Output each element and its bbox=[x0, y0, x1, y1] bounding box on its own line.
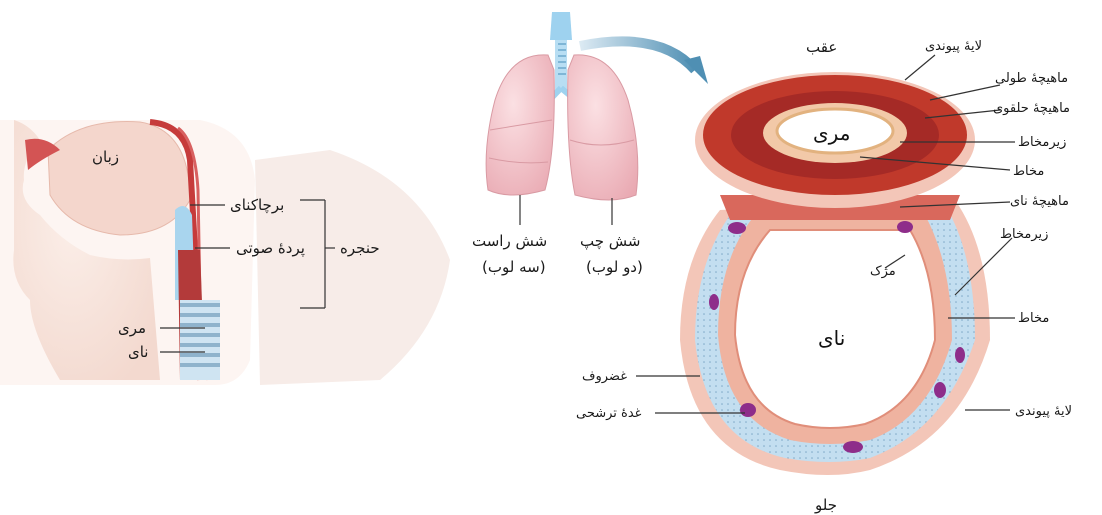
cartilage-label: غضروف bbox=[582, 369, 627, 384]
left-lung-label: شش چپ bbox=[580, 232, 640, 251]
left-lung-lobes: (دو لوب) bbox=[586, 258, 643, 276]
esophagus-lumen-label: مری bbox=[813, 121, 850, 145]
right-lung-lobes: (سه لوب) bbox=[482, 258, 546, 276]
trachea-rings bbox=[180, 300, 220, 380]
connective-top-label: لایهٔ پیوندی bbox=[925, 39, 982, 54]
front-label: جلو bbox=[814, 496, 837, 514]
trachea-muscle-label: ماهیچهٔ نای bbox=[1010, 194, 1069, 209]
left-lung-shape bbox=[568, 55, 638, 200]
mucosa-label: مخاط bbox=[1018, 311, 1049, 326]
back-label: عقب bbox=[806, 38, 837, 56]
circular-muscle-label: ماهیچهٔ حلقوی bbox=[993, 101, 1070, 116]
esophagus-label-left: مری bbox=[118, 319, 146, 337]
connective-bottom-label: لایهٔ پیوندی bbox=[1015, 404, 1072, 419]
vocal-cord-label: پردهٔ صوتی bbox=[236, 239, 305, 258]
larynx-label: حنجره bbox=[340, 239, 380, 257]
mucous-gland-label: غدهٔ ترشحی bbox=[576, 406, 642, 421]
epiglottis-label: برچاکنای bbox=[230, 196, 284, 214]
mucosa-top-label: مخاط bbox=[1013, 164, 1044, 179]
right-lung-label: شش راست bbox=[472, 232, 547, 250]
cilia-label: مژک bbox=[870, 264, 896, 279]
longitudinal-muscle-label: ماهیچهٔ طولی bbox=[995, 71, 1068, 86]
submucosa-top-label: زیرمخاط bbox=[1018, 135, 1066, 150]
head-neck-illustration bbox=[0, 120, 450, 385]
tongue-label: زبان bbox=[92, 148, 119, 166]
trachea-lumen-label: نای bbox=[818, 326, 845, 350]
trachea-label-left: نای bbox=[128, 343, 149, 361]
submucosa-label: زیرمخاط bbox=[1000, 227, 1048, 242]
